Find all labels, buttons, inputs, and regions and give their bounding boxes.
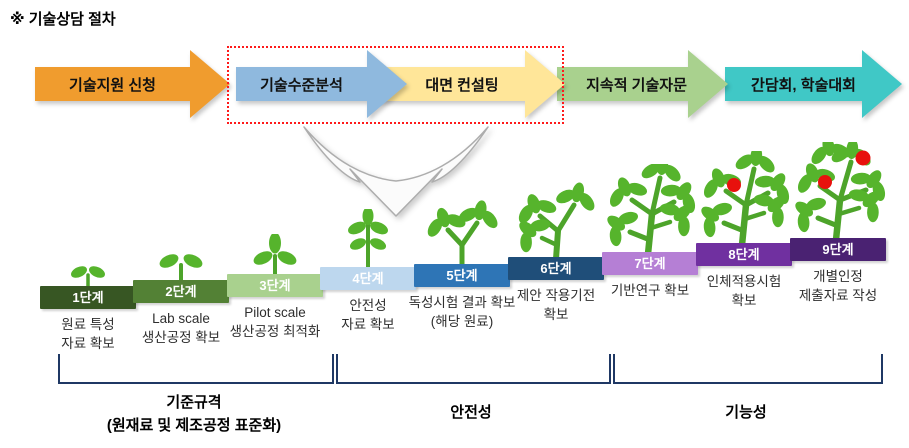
- stage-bar-7: 7단계: [602, 252, 698, 275]
- group-label-3: 기능성: [725, 404, 767, 421]
- stage-bar-3: 3단계: [227, 274, 323, 297]
- stage-desc-5: 독성시험 결과 확보(해당 원료): [408, 295, 516, 329]
- stage-bar-8: 8단계: [696, 243, 792, 266]
- flow-arrow-1: 기술지원 신청: [35, 50, 230, 118]
- stage-bar-5: 5단계: [414, 264, 510, 287]
- group-bracket-1: [58, 354, 334, 384]
- stage-bar-9: 9단계: [790, 238, 886, 261]
- plant-stage-6-icon: [514, 181, 598, 259]
- flow-arrow-label: 기술지원 신청: [69, 76, 156, 94]
- plant-stage-2-icon: [159, 254, 203, 282]
- stage-bar-1: 1단계: [40, 286, 136, 309]
- arrow-right-icon: [35, 50, 230, 118]
- plant-stage-9-icon: [789, 142, 887, 240]
- flow-arrow-label: 대면 컨설팅: [425, 76, 499, 94]
- plant-stage-8-icon: [696, 151, 792, 245]
- berry-icon: [818, 175, 832, 189]
- berry-icon: [727, 178, 741, 192]
- flow-arrow-3: 대면 컨설팅: [371, 50, 565, 118]
- page-title: ※ 기술상담 절차: [10, 11, 116, 28]
- plant-stage-4-icon: [348, 209, 388, 269]
- flow-arrow-label: 기술수준분석: [260, 76, 343, 94]
- arrow-right-icon: [557, 50, 728, 118]
- plant-stage-1-icon: [71, 266, 105, 288]
- flow-arrow-label: 간담회, 학술대회: [751, 76, 856, 94]
- arrow-right-icon: [725, 50, 902, 118]
- flow-arrow-4: 지속적 기술자문: [557, 50, 728, 118]
- stage-bar-4: 4단계: [320, 267, 416, 290]
- curved-down-arrow-icon: [303, 126, 489, 217]
- group-bracket-3: [613, 354, 883, 384]
- arrow-right-icon: [236, 50, 407, 118]
- flow-arrow-label: 지속적 기술자문: [586, 76, 687, 94]
- stage-desc-7: 기반연구 확보: [610, 283, 690, 298]
- stage-bar-2: 2단계: [133, 280, 229, 303]
- flow-arrow-2: 기술수준분석: [236, 50, 407, 118]
- arrow-right-icon: [371, 50, 565, 118]
- group-label-2: 안전성: [450, 404, 492, 421]
- plant-stage-5-icon: [425, 198, 499, 266]
- flow-arrow-5: 간담회, 학술대회: [725, 50, 902, 118]
- stage-bar-6: 6단계: [508, 257, 604, 280]
- berry-icon: [855, 150, 871, 166]
- group-label-1: 기준규격 (원재료 및 제조공정 표준화): [106, 394, 282, 434]
- group-bracket-2: [336, 354, 611, 384]
- plant-stage-7-icon: [602, 164, 698, 254]
- plant-stage-3-icon: [253, 234, 297, 276]
